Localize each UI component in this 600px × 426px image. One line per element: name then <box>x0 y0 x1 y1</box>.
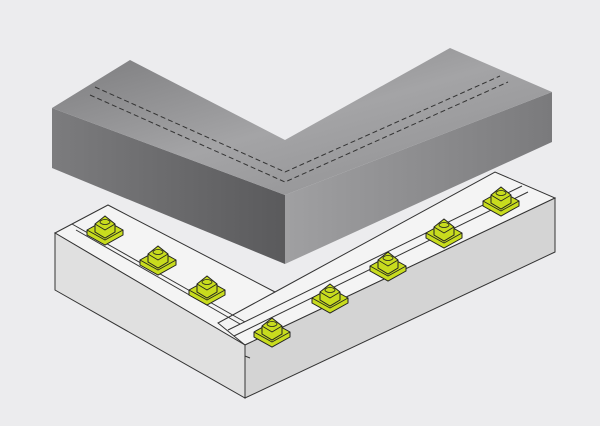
clip <box>188 275 226 306</box>
base-seam <box>217 291 276 346</box>
clip <box>482 186 520 217</box>
base-front-right <box>244 197 556 399</box>
base-profile <box>53 171 557 399</box>
slab-front-right <box>285 92 552 264</box>
clip <box>139 245 177 276</box>
slab-front-left <box>52 108 285 264</box>
clip <box>369 251 407 282</box>
clip <box>311 283 349 314</box>
slab-top-face <box>52 48 552 195</box>
clip <box>86 215 124 246</box>
clip <box>253 317 291 348</box>
top-slab <box>52 48 552 264</box>
clip <box>425 218 463 249</box>
clips <box>86 186 520 348</box>
slab-dashed-lines <box>89 75 509 183</box>
